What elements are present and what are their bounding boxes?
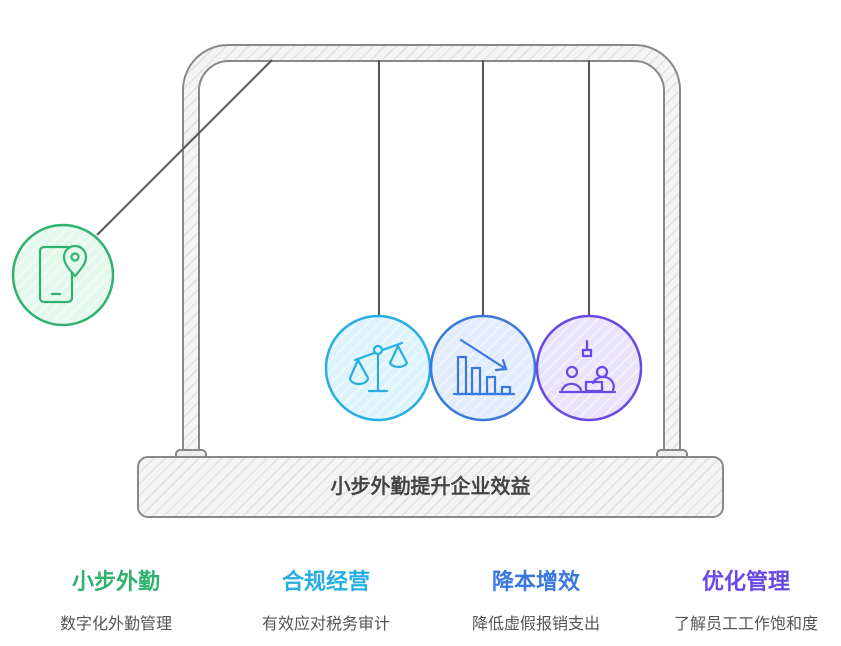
caption-1: 小步外勤 数字化外勤管理	[16, 564, 216, 634]
cradle-frame	[137, 44, 724, 518]
caption-3: 降本增效 降低虚假报销支出	[436, 564, 636, 634]
caption-title: 小步外勤	[71, 570, 160, 595]
caption-4: 优化管理 了解员工工作饱和度	[646, 564, 841, 634]
mobile-location-icon	[38, 244, 88, 304]
bar-chart-decrease-icon	[452, 338, 516, 396]
team-meeting-icon	[558, 339, 617, 394]
caption-subtitle: 降低虚假报销支出	[471, 614, 600, 633]
balance-scale-icon	[348, 341, 409, 393]
caption-title: 优化管理	[701, 570, 790, 595]
caption-subtitle: 了解员工工作饱和度	[673, 614, 818, 633]
caption-subtitle: 数字化外勤管理	[59, 614, 172, 633]
caption-subtitle: 有效应对税务审计	[261, 614, 390, 633]
strings	[96, 59, 590, 315]
ball-green	[11, 223, 115, 327]
caption-title: 合规经营	[281, 570, 370, 595]
ball-purple	[535, 314, 643, 422]
caption-2: 合规经营 有效应对税务审计	[226, 564, 426, 634]
diagram-title: 小步外勤提升企业效益	[330, 474, 531, 498]
ball-blue	[429, 314, 537, 422]
ball-cyan	[324, 314, 432, 422]
caption-title: 降本增效	[491, 570, 580, 595]
cradle-base	[137, 456, 724, 518]
